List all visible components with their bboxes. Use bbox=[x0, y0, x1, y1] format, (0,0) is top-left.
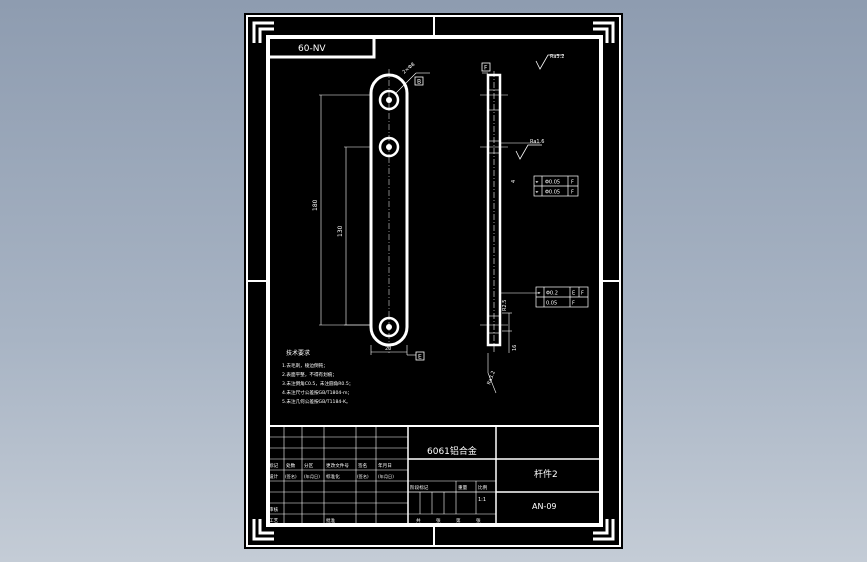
svg-text:E: E bbox=[572, 291, 575, 297]
side-datum-letter: F bbox=[484, 65, 488, 72]
svg-text:工艺: 工艺 bbox=[269, 518, 279, 524]
code-box-label: 60-NV bbox=[298, 44, 326, 54]
gdt-frame-lower: ⌖ Φ0.2 E F 0.05 F bbox=[535, 286, 589, 308]
svg-text:共: 共 bbox=[416, 517, 421, 524]
gdt-frame-upper: ⌖ Φ0.05 F ⌖ Φ0.05 F bbox=[533, 175, 579, 197]
roughness-general-label: Ra3.2 bbox=[550, 54, 564, 60]
drawing-number-label: AN-09 bbox=[532, 502, 557, 511]
dim-overall-length: 180 bbox=[312, 199, 319, 211]
side-view: F Ra3.2 Ra1.6 4 ⌖ Φ0.05 F ⌖ bbox=[480, 54, 589, 394]
svg-text:1.去毛刺，棱边倒钝；: 1.去毛刺，棱边倒钝； bbox=[282, 362, 328, 369]
roughness-symbol-general bbox=[535, 54, 564, 70]
svg-text:重量: 重量 bbox=[458, 484, 468, 491]
outer-frame bbox=[246, 15, 621, 547]
svg-text:(签名): (签名) bbox=[357, 473, 369, 480]
front-view: 180 130 20 2×Φ8 B E bbox=[312, 62, 430, 361]
svg-text:(签名): (签名) bbox=[285, 473, 297, 480]
svg-text:批准: 批准 bbox=[326, 517, 336, 524]
corner-marks bbox=[252, 21, 615, 541]
datum-box-bottom bbox=[415, 351, 425, 361]
svg-text:F: F bbox=[571, 180, 574, 186]
svg-text:阶段标记: 阶段标记 bbox=[410, 484, 429, 491]
tech-req-title: 技术要求 bbox=[286, 349, 310, 357]
svg-text:签名: 签名 bbox=[358, 462, 367, 469]
dim-side-bottom: R2.5 bbox=[502, 300, 508, 311]
svg-text:4.未注尺寸公差按GB/T1804-m；: 4.未注尺寸公差按GB/T1804-m； bbox=[282, 389, 352, 396]
svg-text:标准化: 标准化 bbox=[326, 473, 340, 480]
drawing-sheet: 60-NV bbox=[244, 13, 623, 549]
side-datum-box bbox=[481, 62, 491, 72]
hole-callout: 2×Φ8 bbox=[401, 62, 416, 76]
svg-text:⌖: ⌖ bbox=[536, 180, 539, 186]
svg-text:审核: 审核 bbox=[269, 506, 279, 513]
svg-text:2.表面平整，不得有划痕；: 2.表面平整，不得有划痕； bbox=[282, 371, 337, 378]
svg-text:更改文件号: 更改文件号 bbox=[326, 462, 349, 469]
roughness-symbol-local bbox=[515, 144, 542, 160]
svg-text:(年月日): (年月日) bbox=[304, 473, 320, 480]
scale-label: 1:1 bbox=[478, 497, 486, 503]
title-block bbox=[267, 425, 602, 526]
roughness-local-label: Ra1.6 bbox=[530, 139, 544, 145]
code-box bbox=[266, 35, 376, 59]
svg-text:张: 张 bbox=[476, 517, 481, 524]
svg-text:Φ0.05: Φ0.05 bbox=[545, 180, 560, 186]
svg-text:张: 张 bbox=[436, 517, 441, 524]
svg-text:设计: 设计 bbox=[269, 473, 279, 480]
dim-width: 20 bbox=[385, 346, 391, 352]
svg-text:Φ0.2: Φ0.2 bbox=[546, 291, 558, 297]
material-label: 6061铝合金 bbox=[427, 445, 477, 457]
svg-text:⌖: ⌖ bbox=[538, 291, 541, 297]
svg-text:处数: 处数 bbox=[286, 462, 296, 469]
dim-hole-spacing: 130 bbox=[337, 225, 344, 237]
datum-bottom-letter: E bbox=[418, 354, 422, 361]
svg-text:分区: 分区 bbox=[304, 462, 314, 469]
svg-text:第: 第 bbox=[456, 517, 461, 524]
centering-marks bbox=[247, 16, 620, 546]
datum-top-letter: B bbox=[417, 79, 421, 86]
title-block-labels: 标记 处数 分区 更改文件号 签名 年月日 设计 (签名) (年月日) 标准化 … bbox=[269, 462, 488, 524]
dim-bottom-slot: 16 bbox=[512, 345, 518, 351]
svg-text:比例: 比例 bbox=[478, 484, 488, 491]
dim-thickness: 4 bbox=[511, 180, 517, 183]
datum-box-top bbox=[414, 76, 424, 86]
svg-text:⌖: ⌖ bbox=[536, 190, 539, 196]
svg-text:F: F bbox=[571, 190, 574, 196]
svg-text:年月日: 年月日 bbox=[378, 462, 392, 469]
part-name-label: 杆件2 bbox=[534, 468, 558, 480]
svg-text:Φ0.05: Φ0.05 bbox=[545, 190, 560, 196]
svg-text:3.未注倒角C0.5，未注圆角R0.5；: 3.未注倒角C0.5，未注圆角R0.5； bbox=[282, 380, 353, 387]
technical-requirements: 技术要求 1.去毛刺，棱边倒钝； 2.表面平整，不得有划痕； 3.未注倒角C0.… bbox=[282, 349, 353, 405]
drawing-canvas: 60-NV bbox=[246, 15, 621, 547]
svg-text:0.05: 0.05 bbox=[546, 301, 557, 307]
dim-side-tall: Ra3.2 bbox=[486, 370, 497, 386]
svg-text:F: F bbox=[572, 301, 575, 307]
svg-text:F: F bbox=[581, 291, 584, 297]
svg-text:标记: 标记 bbox=[269, 462, 279, 469]
svg-text:(年月日): (年月日) bbox=[378, 473, 394, 480]
svg-text:5.未注几何公差按GB/T1184-K。: 5.未注几何公差按GB/T1184-K。 bbox=[282, 398, 351, 405]
